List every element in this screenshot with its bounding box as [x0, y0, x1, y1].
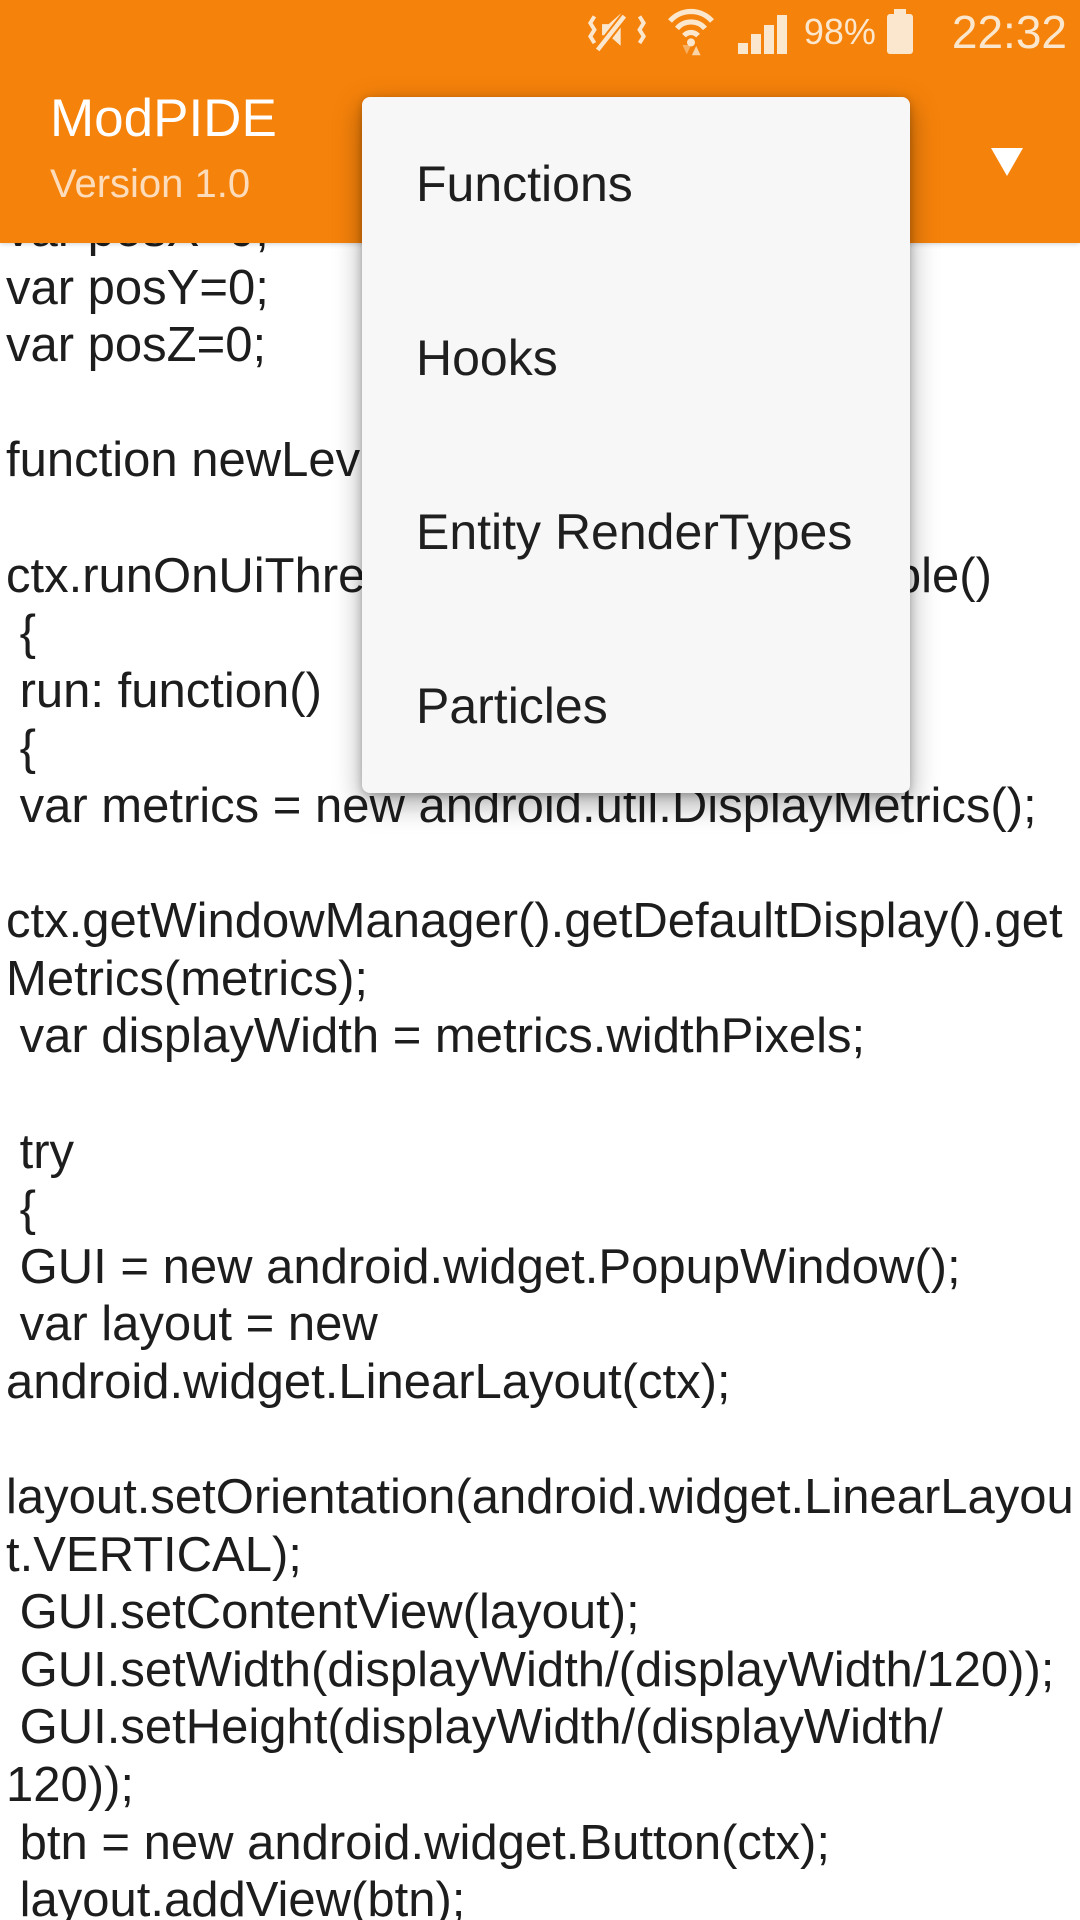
code-line: 120)); — [6, 1758, 135, 1813]
menu-item-particles[interactable]: Particles — [416, 678, 608, 734]
code-line — [6, 1411, 1078, 1469]
code-line: GUI.setContentView(layout); — [6, 1585, 640, 1640]
code-line: GUI.setHeight(displayWidth/(displayWidth… — [6, 1700, 943, 1755]
wifi-icon — [667, 9, 714, 56]
status-bar: 98% 22:32 — [586, 6, 1067, 58]
code-line: GUI.setWidth(displayWidth/(displayWidth/… — [6, 1642, 1055, 1697]
code-line — [6, 836, 1078, 894]
app-version-label: Version 1.0 — [50, 162, 251, 206]
code-line: var displayWidth = metrics.widthPixels; — [6, 1009, 866, 1064]
battery-percent: 98% — [803, 11, 876, 52]
code-line: { — [6, 1182, 36, 1237]
menu-item-functions[interactable]: Functions — [416, 156, 633, 212]
code-line: android.widget.LinearLayout(ctx); — [6, 1354, 731, 1409]
app-title: ModPIDE — [50, 89, 277, 148]
menu-item-hooks[interactable]: Hooks — [416, 330, 558, 386]
code-line — [6, 1066, 1078, 1124]
code-line: GUI = new android.widget.PopupWindow(); — [6, 1239, 961, 1294]
code-line: try — [6, 1124, 75, 1179]
code-line: run: function() — [6, 663, 322, 718]
status-time: 22:32 — [951, 6, 1067, 58]
code-line: t.VERTICAL); — [6, 1527, 302, 1582]
signal-strength-icon — [737, 15, 787, 54]
code-line: var posY=0; — [6, 260, 269, 315]
code-editor[interactable]: var posX=0;var posY=0;var posZ=0;functio… — [6, 202, 1078, 1920]
code-line: layout.addView(btn); — [6, 1873, 466, 1920]
code-line: btn = new android.widget.Button(ctx); — [6, 1815, 830, 1870]
menu-item-entity-rendertypes[interactable]: Entity RenderTypes — [416, 504, 853, 560]
dropdown-caret-icon[interactable] — [991, 148, 1023, 176]
code-line: { — [6, 606, 36, 661]
code-line: { — [6, 721, 36, 776]
code-line: Metrics(metrics); — [6, 951, 369, 1006]
vibrate-mute-icon — [587, 11, 646, 52]
code-line: ctx.getWindowManager().getDefaultDisplay… — [6, 894, 1063, 949]
battery-icon — [886, 9, 913, 54]
code-line: layout.setOrientation(android.widget.Lin… — [6, 1470, 1074, 1525]
code-line: var layout = new — [6, 1297, 378, 1352]
code-line: var posZ=0; — [6, 318, 267, 373]
